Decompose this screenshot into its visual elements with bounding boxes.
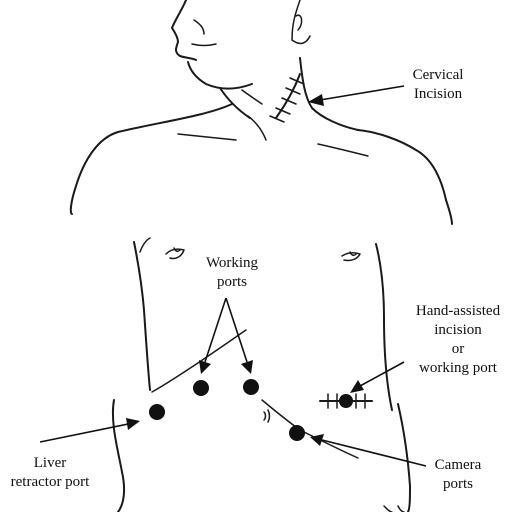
label-liver-retractor: Liver retractor port xyxy=(10,455,90,490)
arrow-cervical xyxy=(308,85,405,106)
working-port-left xyxy=(193,380,209,396)
label-hand-assisted: Hand-assisted incision or working port xyxy=(415,303,501,376)
arrow-liver xyxy=(39,418,140,443)
label-camera-ports: Camera ports xyxy=(434,457,482,492)
hand-assisted-port xyxy=(339,394,353,408)
cervical-incision xyxy=(269,73,305,123)
label-cervical-incision: Cervical Incision xyxy=(412,67,464,102)
torso-outline xyxy=(69,103,453,512)
nipples xyxy=(165,247,361,262)
arrow-hand-assisted xyxy=(350,361,405,393)
umbilicus xyxy=(263,409,271,423)
liver-retractor-port xyxy=(149,404,165,420)
costal-margins xyxy=(151,329,359,459)
working-port-right xyxy=(243,379,259,395)
arrow-camera xyxy=(310,434,427,467)
arrow-working-left xyxy=(199,297,227,374)
camera-port xyxy=(289,425,305,441)
head-outline xyxy=(171,0,311,90)
label-working-ports: Working ports xyxy=(205,255,259,290)
neck-outline xyxy=(219,57,359,141)
clavicles xyxy=(177,133,369,157)
arrow-working-right xyxy=(225,297,253,374)
bottom-marks xyxy=(383,505,405,512)
